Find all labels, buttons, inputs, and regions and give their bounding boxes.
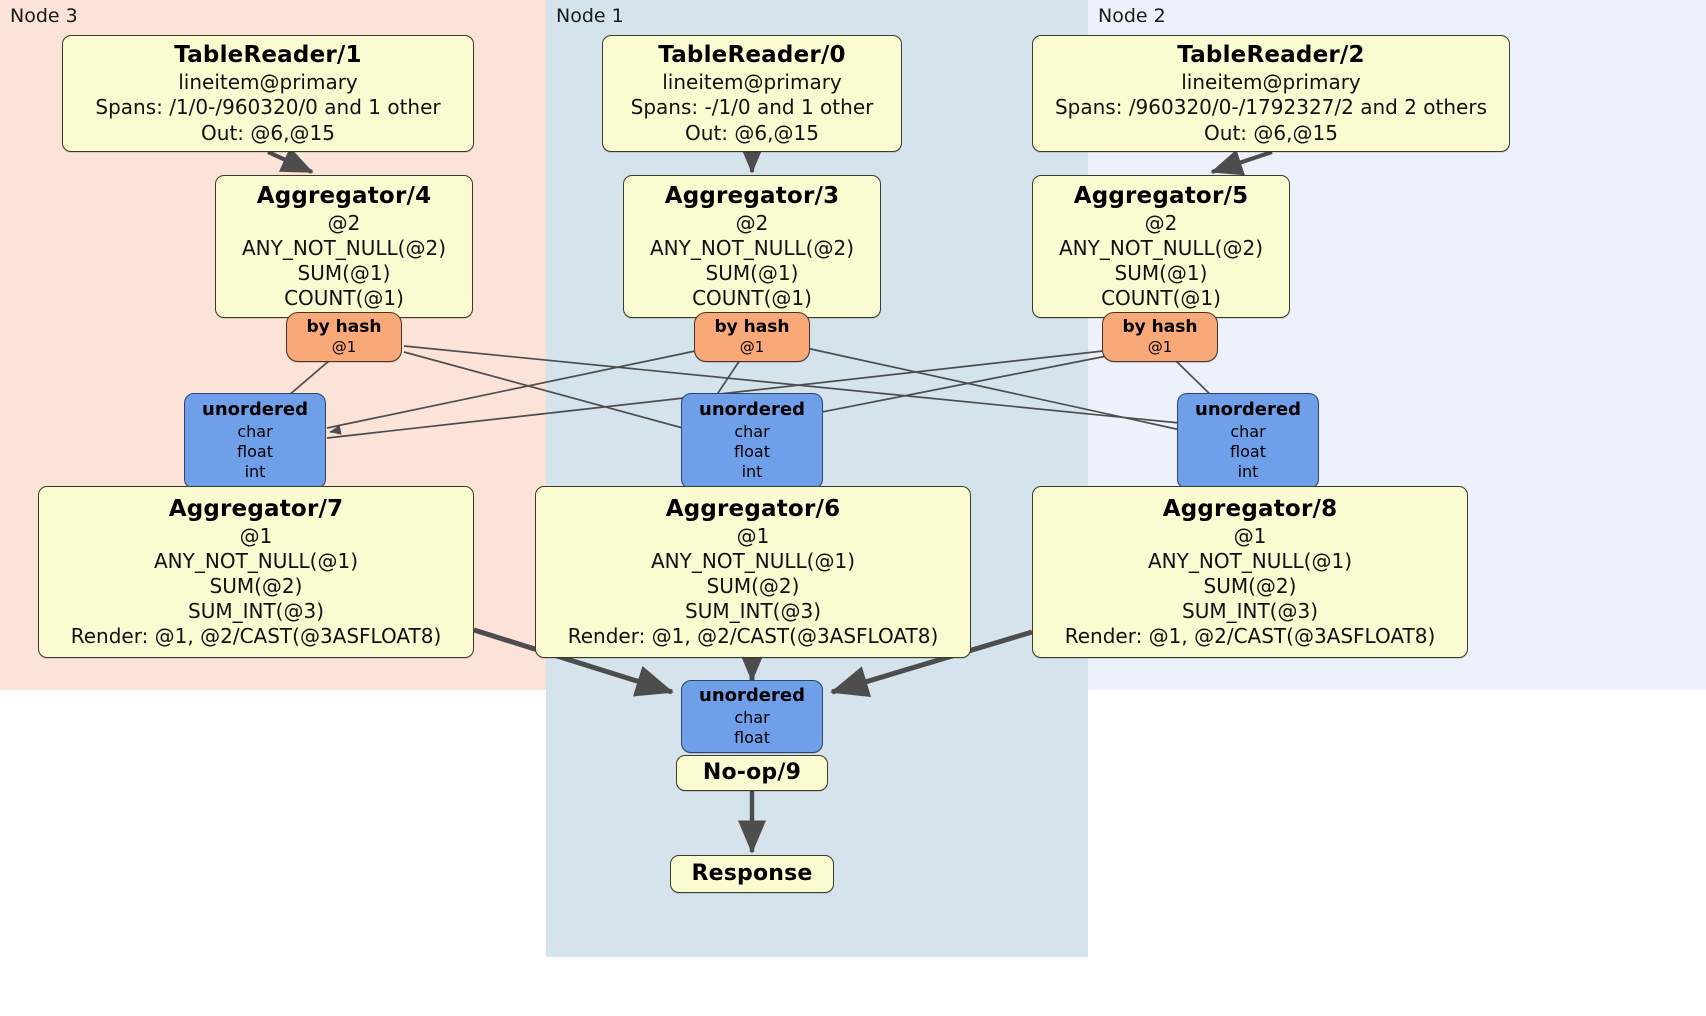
sync-type: char [734,707,770,727]
router-detail: @1 [331,338,357,357]
processor-title: Aggregator/7 [168,495,344,522]
input-sync-unordered-9[interactable]: unordered char float [681,680,823,753]
router-detail: @1 [739,338,765,357]
sync-title: unordered [202,399,308,421]
processor-detail: @1 [1233,523,1267,548]
processor-detail: ANY_NOT_NULL(@1) [1148,548,1352,573]
processor-title: Response [691,861,813,887]
processor-detail: Render: @1, @2/CAST(@3ASFLOAT8) [1064,624,1436,649]
processor-detail: SUM_INT(@3) [685,599,821,624]
router-detail: @1 [1147,338,1173,357]
router-title: by hash [1122,316,1198,337]
sync-title: unordered [1195,399,1301,421]
router-title: by hash [306,316,382,337]
processor-title: Aggregator/5 [1073,182,1249,209]
processor-detail: Render: @1, @2/CAST(@3ASFLOAT8) [70,624,442,649]
processor-detail: SUM(@2) [209,573,303,598]
processor-title: Aggregator/3 [664,182,840,209]
processor-detail: COUNT(@1) [692,286,812,311]
input-sync-unordered-6[interactable]: unordered char float int [681,393,823,489]
processor-detail: Out: @6,@15 [201,120,335,145]
processor-detail: SUM(@2) [1203,573,1297,598]
processor-detail: Out: @6,@15 [1204,120,1338,145]
sync-title: unordered [699,399,805,421]
processor-detail: SUM(@1) [297,260,391,285]
processor-detail: SUM(@1) [1114,260,1208,285]
processor-detail: @2 [1144,210,1178,235]
cluster-label-node-2: Node 2 [1098,5,1166,27]
processor-detail: ANY_NOT_NULL(@2) [650,235,854,260]
processor-detail: Spans: -/1/0 and 1 other [630,95,874,120]
sync-type: char [237,422,273,442]
sync-type: float [1230,442,1266,462]
processor-tablereader-2[interactable]: TableReader/2 lineitem@primary Spans: /9… [1032,35,1510,152]
processor-detail: SUM_INT(@3) [188,599,324,624]
processor-aggregator-7[interactable]: Aggregator/7 @1 ANY_NOT_NULL(@1) SUM(@2)… [38,486,474,658]
sync-type: char [1230,422,1266,442]
processor-title: Aggregator/4 [256,182,432,209]
output-router-by-hash-5[interactable]: by hash @1 [1102,312,1218,362]
sync-type: float [237,442,273,462]
processor-title: Aggregator/8 [1162,495,1338,522]
processor-title: TableReader/0 [658,42,846,69]
processor-detail: lineitem@primary [662,70,842,95]
processor-detail: Spans: /1/0-/960320/0 and 1 other [95,95,441,120]
processor-detail: @2 [327,210,361,235]
router-title: by hash [714,316,790,337]
processor-title: TableReader/1 [174,42,362,69]
processor-detail: SUM_INT(@3) [1182,599,1318,624]
processor-detail: Render: @1, @2/CAST(@3ASFLOAT8) [567,624,939,649]
processor-detail: ANY_NOT_NULL(@1) [154,548,358,573]
output-router-by-hash-4[interactable]: by hash @1 [286,312,402,362]
input-sync-unordered-8[interactable]: unordered char float int [1177,393,1319,489]
processor-detail: Spans: /960320/0-/1792327/2 and 2 others [1054,95,1487,120]
processor-detail: ANY_NOT_NULL(@2) [1059,235,1263,260]
processor-noop-9[interactable]: No-op/9 [676,755,828,791]
processor-aggregator-6[interactable]: Aggregator/6 @1 ANY_NOT_NULL(@1) SUM(@2)… [535,486,971,658]
sync-title: unordered [699,685,805,706]
processor-detail: ANY_NOT_NULL(@2) [242,235,446,260]
sync-type: int [244,462,266,482]
processor-detail: COUNT(@1) [1101,286,1221,311]
output-router-by-hash-3[interactable]: by hash @1 [694,312,810,362]
cluster-label-node-3: Node 3 [10,5,78,27]
processor-aggregator-4[interactable]: Aggregator/4 @2 ANY_NOT_NULL(@2) SUM(@1)… [215,175,473,318]
processor-title: No-op/9 [702,760,802,786]
processor-title: TableReader/2 [1177,42,1365,69]
sync-type: float [734,442,770,462]
sync-type: char [734,422,770,442]
processor-tablereader-1[interactable]: TableReader/1 lineitem@primary Spans: /1… [62,35,474,152]
processor-detail: @1 [736,523,770,548]
processor-response[interactable]: Response [670,855,834,893]
processor-aggregator-5[interactable]: Aggregator/5 @2 ANY_NOT_NULL(@2) SUM(@1)… [1032,175,1290,318]
input-sync-unordered-7[interactable]: unordered char float int [184,393,326,489]
sync-type: int [741,462,763,482]
processor-detail: @2 [735,210,769,235]
processor-detail: @1 [239,523,273,548]
processor-detail: ANY_NOT_NULL(@1) [651,548,855,573]
processor-detail: SUM(@1) [705,260,799,285]
processor-detail: lineitem@primary [178,70,358,95]
processor-detail: COUNT(@1) [284,286,404,311]
sync-type: float [734,727,770,747]
processor-aggregator-8[interactable]: Aggregator/8 @1 ANY_NOT_NULL(@1) SUM(@2)… [1032,486,1468,658]
processor-detail: lineitem@primary [1181,70,1361,95]
processor-detail: Out: @6,@15 [685,120,819,145]
processor-detail: SUM(@2) [706,573,800,598]
sync-type: int [1237,462,1259,482]
cluster-label-node-1: Node 1 [556,5,624,27]
processor-title: Aggregator/6 [665,495,841,522]
processor-tablereader-0[interactable]: TableReader/0 lineitem@primary Spans: -/… [602,35,902,152]
processor-aggregator-3[interactable]: Aggregator/3 @2 ANY_NOT_NULL(@2) SUM(@1)… [623,175,881,318]
